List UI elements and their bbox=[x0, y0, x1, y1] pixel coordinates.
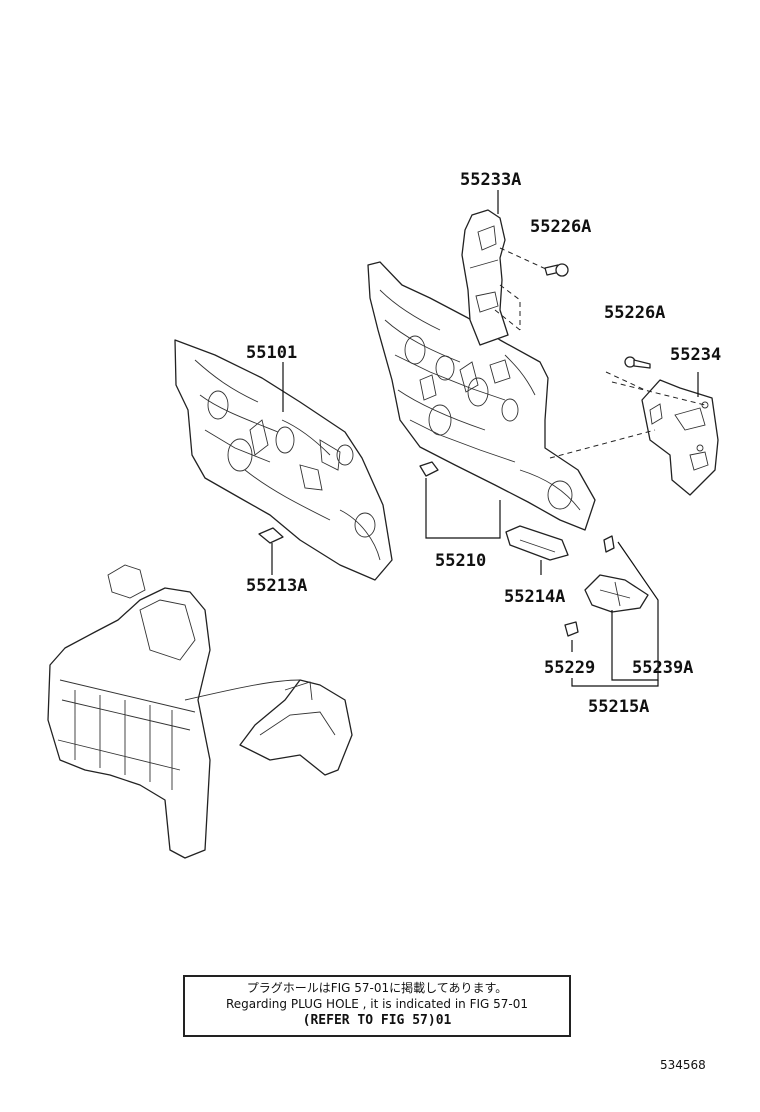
plug-part bbox=[258, 527, 284, 544]
note-japanese: プラグホールはFIG 57-01に掲載してあります。 bbox=[246, 981, 508, 995]
label-55234: 55234 bbox=[670, 345, 721, 365]
label-55233a: 55233A bbox=[460, 170, 521, 190]
vehicle-body-outline bbox=[47, 564, 353, 859]
label-55213a: 55213A bbox=[246, 576, 307, 596]
leader-lines bbox=[271, 190, 699, 687]
right-bracket bbox=[641, 379, 719, 496]
label-55214a: 55214A bbox=[504, 587, 565, 607]
label-55229: 55229 bbox=[544, 658, 595, 678]
figure-number: 534568 bbox=[660, 1058, 706, 1072]
label-55101: 55101 bbox=[246, 343, 297, 363]
label-55215a: 55215A bbox=[588, 697, 649, 717]
label-55226a-right: 55226A bbox=[604, 303, 665, 323]
lower-bracket-assembly bbox=[564, 535, 649, 637]
wedge-pad bbox=[505, 525, 569, 561]
label-55226a-upper: 55226A bbox=[530, 217, 591, 237]
screw-upper bbox=[544, 263, 569, 277]
screw-right bbox=[624, 356, 651, 369]
note-english: Regarding PLUG HOLE , it is indicated in… bbox=[225, 997, 529, 1011]
label-55239a: 55239A bbox=[632, 658, 693, 678]
reference-note-box: プラグホールはFIG 57-01に掲載してあります。 Regarding PLU… bbox=[183, 975, 571, 1037]
dash-silencer-panel bbox=[367, 261, 596, 531]
clip-fastener bbox=[419, 461, 439, 477]
note-reference: (REFER TO FIG 57)01 bbox=[302, 1013, 452, 1028]
assembly-lines bbox=[494, 247, 706, 459]
label-55210: 55210 bbox=[435, 551, 486, 571]
dash-insulator-panel bbox=[174, 339, 393, 581]
